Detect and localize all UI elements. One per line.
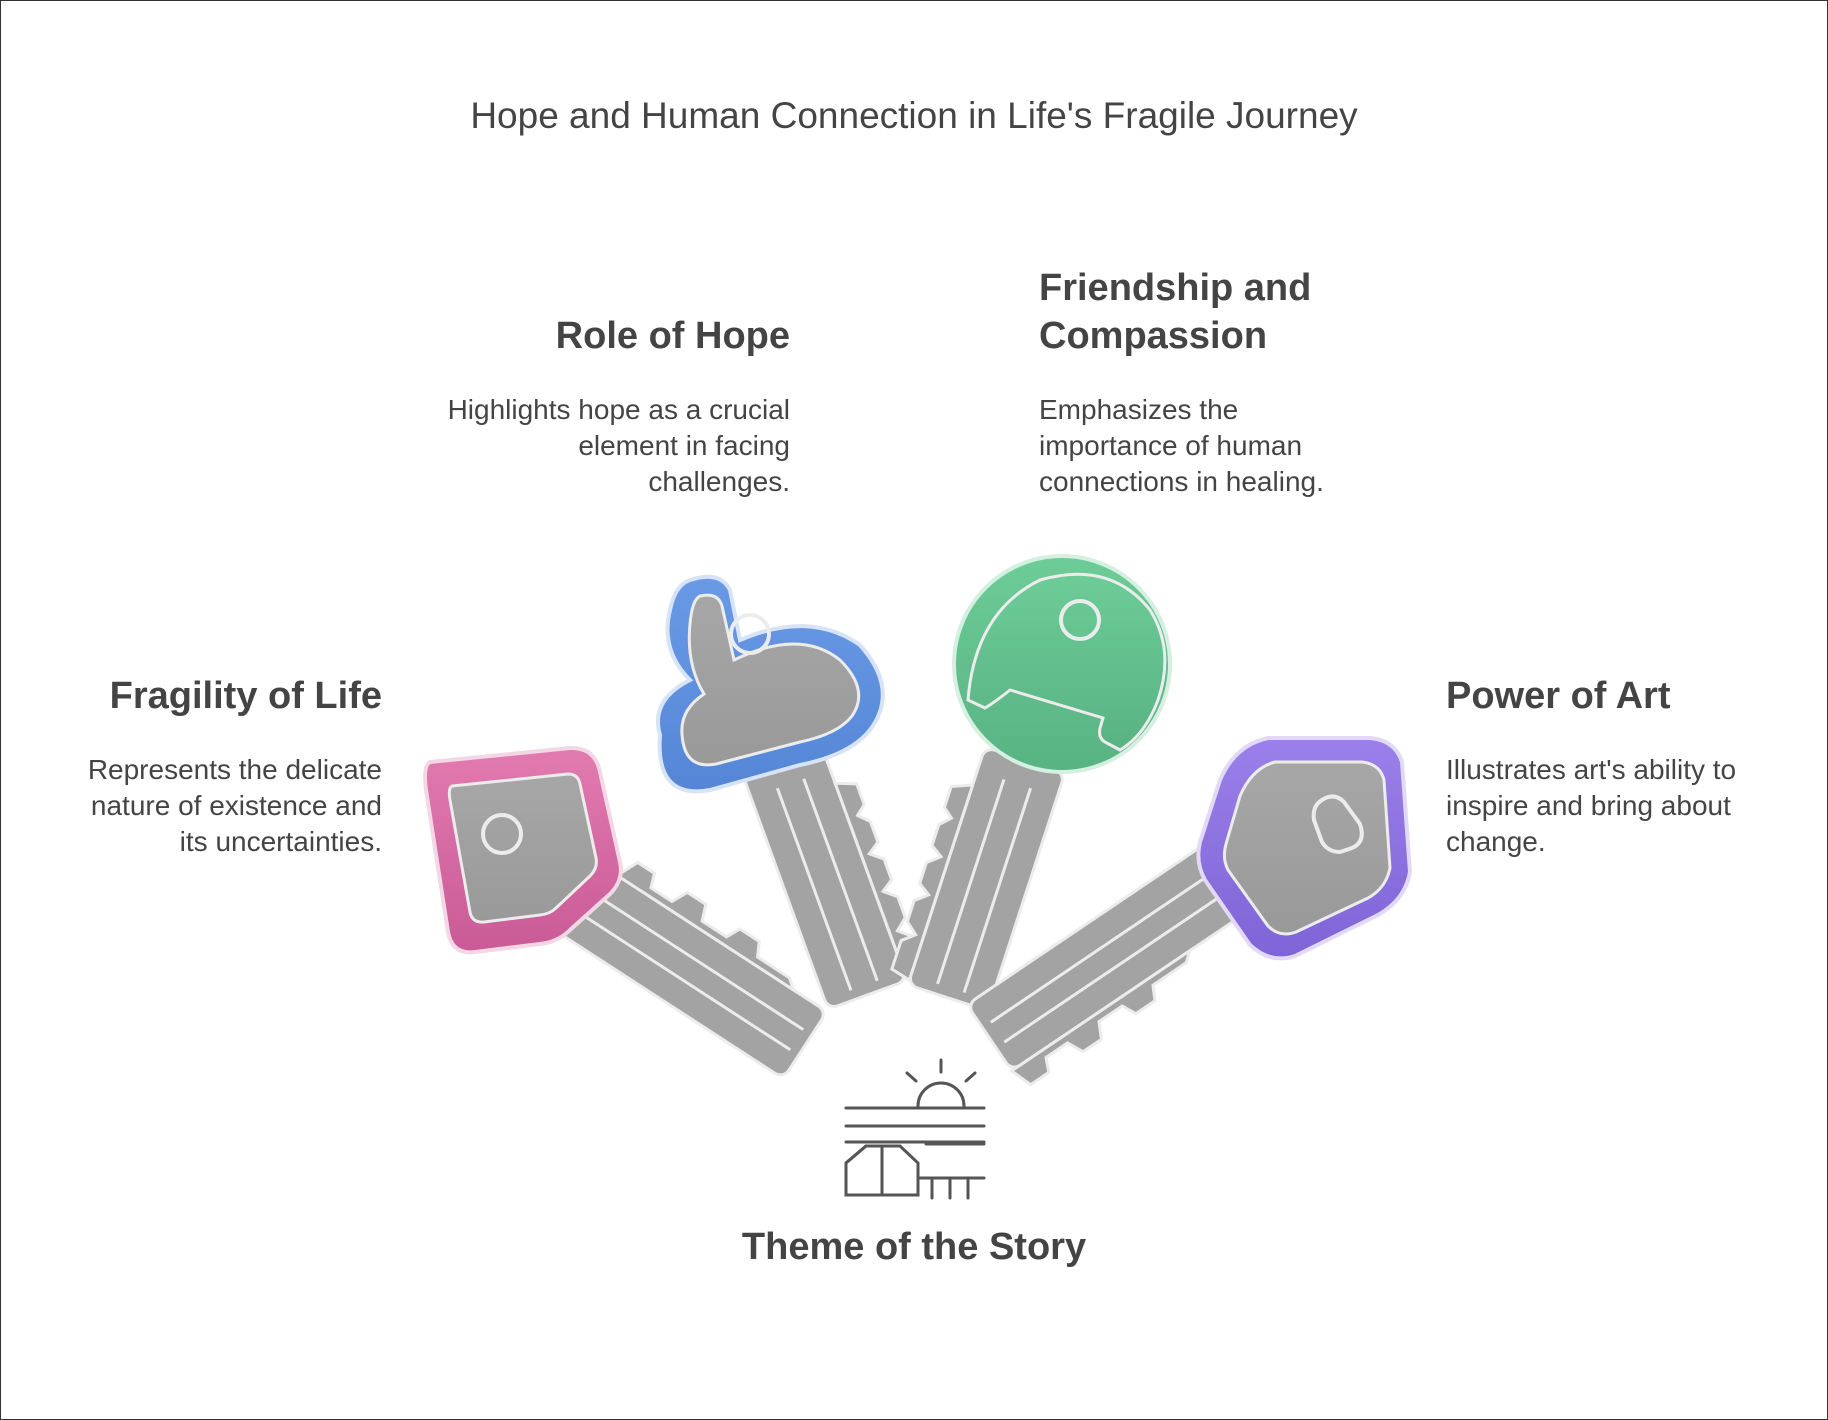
round-key-icon bbox=[890, 554, 1172, 1010]
item-label-friendship: Friendship and Compassion bbox=[1039, 267, 1312, 357]
hexagon-key-icon bbox=[969, 736, 1413, 1087]
pentagon-key-icon bbox=[423, 745, 825, 1077]
item-desc-fragility: Represents the delicate nature of existe… bbox=[87, 754, 382, 857]
cloud-key-icon bbox=[656, 574, 925, 1008]
center-label: Theme of the Story bbox=[741, 1226, 1087, 1268]
item-desc-art: Illustrates art's ability to inspire and… bbox=[1446, 754, 1737, 857]
item-desc-hope: Highlights hope as a crucial element in … bbox=[447, 394, 790, 497]
item-label-art: Power of Art bbox=[1446, 675, 1671, 717]
item-label-fragility: Fragility of Life bbox=[109, 675, 382, 717]
item-label-hope: Role of Hope bbox=[555, 315, 790, 357]
page-title: Hope and Human Connection in Life's Frag… bbox=[470, 95, 1358, 136]
item-desc-friendship: Emphasizes the importance of human conne… bbox=[1039, 394, 1324, 497]
sunrise-farm-icon bbox=[844, 1058, 986, 1200]
